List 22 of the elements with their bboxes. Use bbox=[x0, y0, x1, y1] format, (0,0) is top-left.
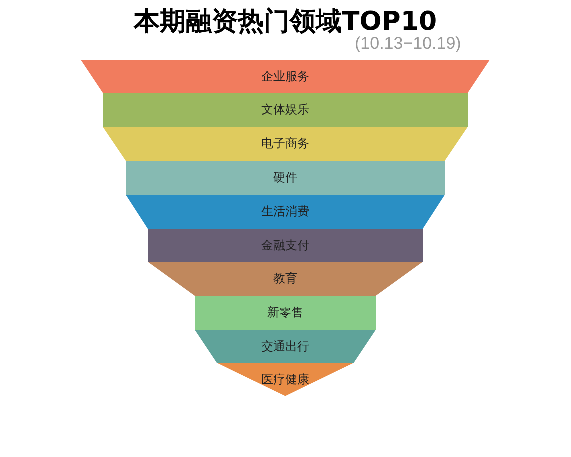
funnel-band bbox=[195, 330, 376, 363]
funnel-band bbox=[126, 161, 445, 195]
band-label: 教育 bbox=[272, 270, 298, 288]
funnel-band bbox=[217, 363, 354, 396]
band-label: 生活消费 bbox=[260, 204, 310, 220]
band-label: 新零售 bbox=[266, 304, 304, 322]
funnel-band bbox=[148, 262, 423, 296]
chart-title: 本期融资热门领域TOP10 bbox=[132, 6, 438, 37]
funnel-band bbox=[126, 195, 445, 229]
band-label: 企业服务 bbox=[260, 68, 310, 85]
band-label: 金融支付 bbox=[260, 237, 310, 254]
band-label: 医疗健康 bbox=[260, 371, 310, 388]
funnel-band bbox=[81, 60, 490, 93]
funnel-band bbox=[103, 127, 468, 161]
band-label: 电子商务 bbox=[260, 136, 310, 152]
band-label: 文体娱乐 bbox=[260, 102, 310, 118]
date-range-subtitle: (10.13−10.19) bbox=[355, 34, 462, 54]
funnel-band bbox=[195, 296, 376, 330]
band-label: 交通出行 bbox=[260, 338, 310, 355]
funnel-band bbox=[103, 93, 468, 127]
band-label: 硬件 bbox=[272, 170, 298, 186]
funnel-band bbox=[148, 229, 423, 262]
